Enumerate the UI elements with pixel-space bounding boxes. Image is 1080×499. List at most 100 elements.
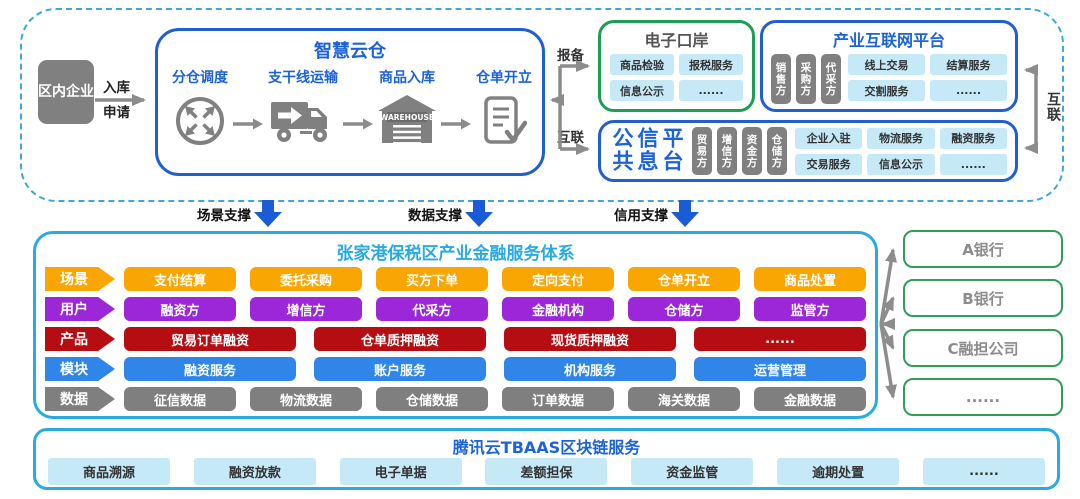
scene-item: 仓单开立 (628, 267, 740, 291)
step-warehouse-label: 商品入库 (379, 70, 435, 86)
role-box: 代采方 (821, 54, 841, 104)
row-label-products: 产品 (45, 327, 115, 351)
role-box: 资金方 (742, 127, 762, 175)
e-port-item: 信息公示 (610, 80, 674, 101)
user-item: 金融机构 (502, 297, 614, 321)
finance-row-scene: 场景 支付结算 委托采购 买方下单 定向支付 仓单开立 商品处置 (45, 267, 866, 291)
row-label-modules: 模块 (45, 357, 115, 381)
step-dispatch: 分仓调度 (172, 67, 228, 147)
support-credit-label: 信用支撑 (614, 208, 668, 224)
industry-platform-box: 产业互联网平台 销售方 采购方 代采方 线上交易 结算服务 交割服务 .....… (760, 20, 1018, 112)
module-item: 机构服务 (504, 357, 676, 381)
product-item: ...... (694, 327, 866, 351)
module-item: 运营管理 (694, 357, 866, 381)
step-arrow-icon (441, 117, 471, 147)
public-item: 信息公示 (867, 153, 935, 175)
support-scene: 场景支撑 (197, 200, 283, 228)
scene-item: 买方下单 (376, 267, 488, 291)
step-receipt: 仓单开立 (476, 67, 532, 147)
industry-roles: 销售方 采购方 代采方 (771, 54, 841, 104)
inbound-label-line2: 申请 (103, 105, 130, 121)
blockchain-item: 资金监管 (631, 458, 754, 485)
receipt-icon (481, 95, 527, 147)
step-arrow-icon (233, 117, 263, 147)
public-title-col: 公共 (610, 127, 634, 173)
smart-cloud-warehouse-box: 智慧云仓 分仓调度 (155, 28, 545, 176)
dispatch-icon (174, 95, 226, 147)
finance-row-data: 数据 征信数据 物流数据 仓储数据 订单数据 海关数据 金融数据 (45, 387, 866, 411)
warehouse-icon: WAREHOUSE (378, 95, 436, 145)
finance-row-users: 用户 融资方 增信方 代采方 金融机构 仓储方 监管方 (45, 297, 866, 321)
industry-item: ...... (930, 80, 1007, 101)
public-title-col: 信息 (635, 127, 659, 173)
row-label-data: 数据 (45, 387, 115, 411)
product-item: 贸易订单融资 (124, 327, 296, 351)
truck-icon (270, 95, 336, 145)
connector-label-interlink-right: 互联 (1045, 92, 1061, 122)
product-item: 现货质押融资 (504, 327, 676, 351)
scene-item: 支付结算 (124, 267, 236, 291)
industry-item: 结算服务 (930, 54, 1007, 75)
data-item: 物流数据 (250, 387, 362, 411)
finance-row-products: 产品 贸易订单融资 仓单质押融资 现货质押融资 ...... (45, 327, 866, 351)
blockchain-item: ...... (922, 458, 1045, 485)
step-receipt-label: 仓单开立 (476, 70, 532, 86)
smart-cloud-steps: 分仓调度 (172, 67, 532, 147)
finance-row-modules: 模块 融资服务 账户服务 机构服务 运营管理 (45, 357, 866, 381)
partner-bank-b: B银行 (903, 279, 1063, 317)
row-label-users: 用户 (45, 297, 115, 321)
scene-item: 定向支付 (502, 267, 614, 291)
e-port-box: 电子口岸 商品检验 报税服务 信息公示 ...... (598, 20, 755, 112)
blockchain-title: 腾讯云TBAAS区块链服务 (452, 438, 641, 457)
support-credit: 信用支撑 (614, 200, 700, 228)
support-data-label: 数据支撑 (408, 208, 462, 224)
public-item: 企业入驻 (795, 127, 863, 149)
public-info-platform-title: 公共 信息 平台 (610, 127, 684, 175)
role-box: 采购方 (796, 54, 816, 104)
smart-cloud-title: 智慧云仓 (314, 41, 386, 62)
scene-item: 商品处置 (754, 267, 866, 291)
public-title-col: 平台 (660, 127, 684, 173)
support-data: 数据支撑 (408, 200, 494, 228)
blockchain-item: 差额担保 (485, 458, 608, 485)
blockchain-item: 电子单据 (339, 458, 462, 485)
public-items: 企业入驻 物流服务 融资服务 交易服务 信息公示 ...... (795, 127, 1007, 175)
step-dispatch-label: 分仓调度 (172, 70, 228, 86)
finance-system-box: 张家港保税区产业金融服务体系 场景 支付结算 委托采购 买方下单 定向支付 仓单… (33, 231, 878, 419)
finance-system-title: 张家港保税区产业金融服务体系 (336, 244, 575, 264)
data-item: 金融数据 (754, 387, 866, 411)
public-item: 融资服务 (939, 127, 1007, 149)
user-item: 仓储方 (628, 297, 740, 321)
public-info-platform-box: 公共 信息 平台 贸易方 增信方 资金方 仓储方 企业入驻 物流服务 融资服务 … (598, 120, 1018, 182)
industry-items: 线上交易 结算服务 交割服务 ...... (848, 54, 1007, 104)
public-roles: 贸易方 增信方 资金方 仓储方 (692, 127, 787, 175)
e-port-item: 商品检验 (610, 54, 674, 75)
e-port-item: ...... (679, 80, 743, 101)
blockchain-items: 商品溯源 融资放款 电子单据 差额担保 资金监管 逾期处置 ...... (48, 458, 1045, 485)
scene-item: 委托采购 (250, 267, 362, 291)
step-warehouse: 商品入库 WAREHOUSE (378, 67, 436, 147)
industry-platform-title: 产业互联网平台 (832, 31, 945, 50)
connector-label-interlink-left: 互联 (557, 130, 584, 146)
data-item: 订单数据 (502, 387, 614, 411)
product-item: 仓单质押融资 (314, 327, 486, 351)
top-dashed-zone (20, 8, 1064, 202)
public-item: 物流服务 (867, 127, 935, 149)
user-item: 增信方 (250, 297, 362, 321)
public-item: ...... (939, 153, 1007, 175)
e-port-items: 商品检验 报税服务 信息公示 ...... (610, 54, 743, 101)
user-item: 代采方 (376, 297, 488, 321)
blockchain-box: 腾讯云TBAAS区块链服务 商品溯源 融资放款 电子单据 差额担保 资金监管 逾… (33, 428, 1060, 490)
source-company-box: 区内企业 (38, 60, 94, 124)
step-transport: 支干线运输 (268, 67, 338, 147)
blockchain-item: 逾期处置 (777, 458, 900, 485)
role-box: 增信方 (717, 127, 737, 175)
industry-item: 交割服务 (848, 80, 925, 101)
user-item: 融资方 (124, 297, 236, 321)
data-item: 征信数据 (124, 387, 236, 411)
blockchain-item: 融资放款 (193, 458, 316, 485)
module-item: 账户服务 (314, 357, 486, 381)
data-item: 海关数据 (628, 387, 740, 411)
role-box: 销售方 (771, 54, 791, 104)
